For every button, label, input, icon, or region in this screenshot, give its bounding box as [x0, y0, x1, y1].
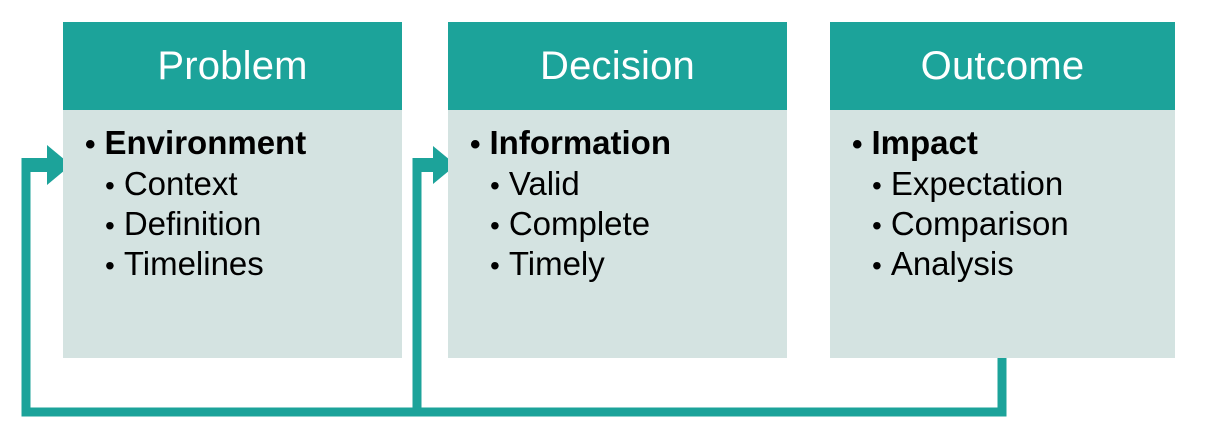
- sub-label: Context: [123, 165, 238, 202]
- sub-label: Valid: [508, 165, 580, 202]
- bullet-icon: •: [470, 128, 481, 161]
- column-decision[interactable]: Decision • Information • Valid • Complet…: [448, 22, 787, 358]
- bullet-icon: •: [490, 210, 500, 241]
- column-outcome[interactable]: Outcome • Impact • Expectation • Compari…: [830, 22, 1175, 358]
- sub-label: Expectation: [890, 165, 1064, 202]
- bullet-icon: •: [852, 128, 863, 161]
- list-item: • Context: [105, 167, 402, 200]
- list-item: • Definition: [105, 207, 402, 240]
- column-body-decision: • Information • Valid • Complete • Timel…: [448, 110, 787, 358]
- list-item: • Complete: [490, 207, 787, 240]
- lead-item-impact: • Impact: [852, 126, 1175, 160]
- list-item: • Comparison: [872, 207, 1175, 240]
- column-header-outcome: Outcome: [830, 22, 1175, 110]
- column-header-problem: Problem: [63, 22, 402, 110]
- bullet-icon: •: [105, 170, 115, 201]
- feedback-arrow-outcome-to-decision: [412, 146, 456, 412]
- sub-label: Definition: [123, 205, 262, 242]
- bullet-icon: •: [872, 210, 882, 241]
- bullet-icon: •: [872, 170, 882, 201]
- bullet-icon: •: [490, 250, 500, 281]
- lead-label: Impact: [871, 124, 978, 161]
- column-body-problem: • Environment • Context • Definition • T…: [63, 110, 402, 358]
- list-item: • Expectation: [872, 167, 1175, 200]
- lead-list-outcome: • Impact: [830, 126, 1175, 160]
- lead-label: Environment: [104, 124, 307, 161]
- bullet-icon: •: [105, 250, 115, 281]
- feedback-arrow-outcome-to-problem: [21, 145, 1007, 417]
- list-item: • Timelines: [105, 247, 402, 280]
- bullet-icon: •: [872, 250, 882, 281]
- list-item: • Analysis: [872, 247, 1175, 280]
- lead-item-information: • Information: [470, 126, 787, 160]
- bullet-icon: •: [490, 170, 500, 201]
- lead-label: Information: [489, 124, 671, 161]
- sub-label: Timely: [508, 245, 605, 282]
- sub-label: Complete: [508, 205, 651, 242]
- bullet-icon: •: [85, 128, 96, 161]
- sub-label: Timelines: [123, 245, 264, 282]
- bullet-icon: •: [105, 210, 115, 241]
- sub-list-problem: • Context • Definition • Timelines: [63, 167, 402, 280]
- column-body-outcome: • Impact • Expectation • Comparison • An…: [830, 110, 1175, 358]
- list-item: • Timely: [490, 247, 787, 280]
- sub-list-outcome: • Expectation • Comparison • Analysis: [830, 167, 1175, 280]
- lead-item-environment: • Environment: [85, 126, 402, 160]
- column-header-decision: Decision: [448, 22, 787, 110]
- sub-list-decision: • Valid • Complete • Timely: [448, 167, 787, 280]
- sub-label: Analysis: [890, 245, 1014, 282]
- column-problem[interactable]: Problem • Environment • Context • Defini…: [63, 22, 402, 358]
- sub-label: Comparison: [890, 205, 1069, 242]
- lead-list-decision: • Information: [448, 126, 787, 160]
- list-item: • Valid: [490, 167, 787, 200]
- lead-list-problem: • Environment: [63, 126, 402, 160]
